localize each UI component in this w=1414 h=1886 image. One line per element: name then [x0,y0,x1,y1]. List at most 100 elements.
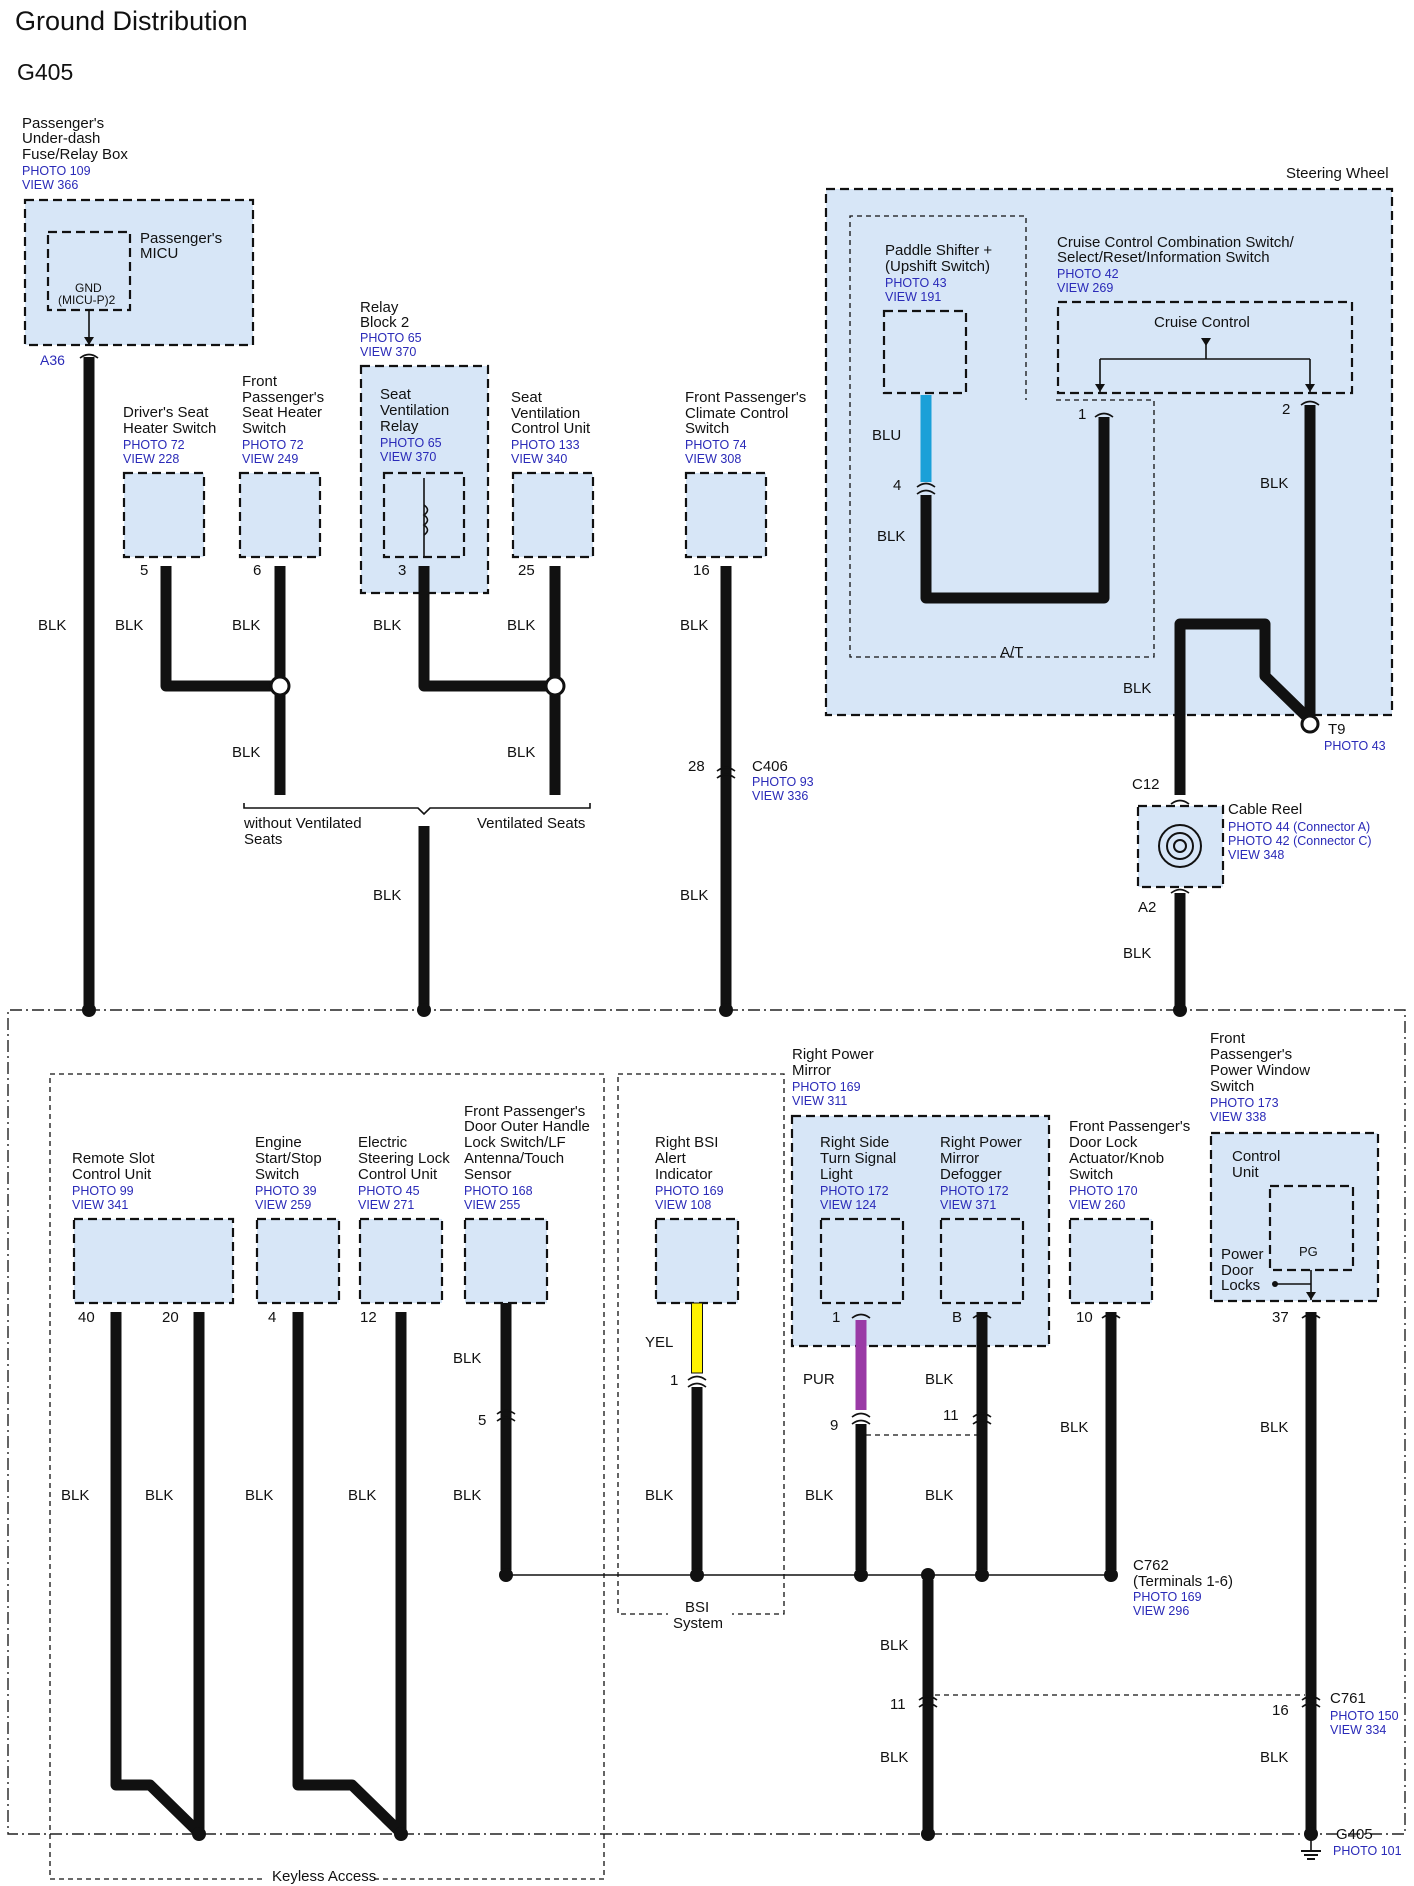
photo-ref[interactable]: PHOTO 39 [255,1184,317,1198]
keyless-access-label: Keyless Access [272,1868,376,1885]
photo-ref[interactable]: PHOTO 99 [72,1184,134,1198]
view-ref[interactable]: VIEW 271 [358,1198,414,1212]
svg-text:11: 11 [890,1696,906,1713]
photo-ref[interactable]: PHOTO 172 [820,1184,889,1198]
svg-text:BLK: BLK [877,528,905,545]
photo-ref[interactable]: PHOTO 109 [22,164,91,178]
svg-text:1: 1 [1078,406,1086,423]
view-ref[interactable]: VIEW 311 [792,1094,847,1108]
view-ref[interactable]: VIEW 259 [255,1198,311,1212]
view-ref[interactable]: VIEW 341 [72,1198,128,1212]
photo-ref[interactable]: PHOTO 74 [685,438,747,452]
svg-text:Door Outer Handle: Door Outer Handle [464,1118,590,1135]
splice [544,675,566,697]
micu-box-label: Fuse/Relay Box [22,146,128,163]
view-ref[interactable]: VIEW 338 [1210,1110,1266,1124]
view-ref[interactable]: VIEW 260 [1069,1198,1125,1212]
svg-text:BLK: BLK [453,1487,481,1504]
svg-text:Unit: Unit [1232,1164,1260,1181]
view-ref[interactable]: VIEW 334 [1330,1723,1386,1737]
svg-text:Steering Lock: Steering Lock [358,1150,450,1167]
svg-text:Start/Stop: Start/Stop [255,1150,322,1167]
photo-ref[interactable]: PHOTO 172 [940,1184,1009,1198]
svg-text:3: 3 [398,562,406,579]
svg-text:BLU: BLU [872,427,901,444]
svg-text:Block 2: Block 2 [360,314,409,331]
svg-text:Engine: Engine [255,1134,302,1151]
svg-text:BLK: BLK [805,1487,833,1504]
svg-text:BLK: BLK [245,1487,273,1504]
view-ref[interactable]: VIEW 255 [464,1198,520,1212]
photo-ref[interactable]: PHOTO 93 [752,775,814,789]
micu-box-label: Under-dash [22,130,100,147]
ground-symbol-icon [1301,1840,1321,1860]
photo-ref[interactable]: PHOTO 45 [358,1184,420,1198]
door-outer-handle-sensor: Front Passenger's Door Outer Handle Lock… [463,1103,590,1305]
svg-text:4: 4 [893,477,901,494]
svg-text:B: B [952,1309,962,1326]
photo-ref[interactable]: PHOTO 72 [242,438,304,452]
svg-text:1: 1 [832,1309,840,1326]
view-ref[interactable]: VIEW 269 [1057,281,1113,295]
svg-text:Passenger's: Passenger's [1210,1046,1292,1063]
view-ref[interactable]: VIEW 370 [380,450,436,464]
photo-ref[interactable]: PHOTO 72 [123,438,185,452]
photo-ref[interactable]: PHOTO 133 [511,438,580,452]
photo-ref[interactable]: PHOTO 173 [1210,1096,1279,1110]
svg-text:BLK: BLK [373,887,401,904]
svg-text:Passenger's: Passenger's [242,389,324,406]
photo-ref[interactable]: PHOTO 101 [1333,1844,1402,1858]
relay-block-2: Relay Block 2 PHOTO 65 VIEW 370 Seat Ven… [359,299,490,595]
svg-text:BLK: BLK [1123,680,1151,697]
view-ref[interactable]: VIEW 108 [655,1198,711,1212]
view-ref[interactable]: VIEW 249 [242,452,298,466]
svg-text:Control: Control [1232,1148,1280,1165]
photo-ref[interactable]: PHOTO 170 [1069,1184,1138,1198]
view-ref[interactable]: VIEW 336 [752,789,808,803]
svg-text:Actuator/Knob: Actuator/Knob [1069,1150,1164,1167]
view-ref[interactable]: VIEW 340 [511,452,567,466]
view-ref[interactable]: VIEW 191 [885,290,941,304]
svg-text:11: 11 [943,1407,959,1424]
svg-text:Cruise Control: Cruise Control [1154,314,1250,331]
view-ref[interactable]: VIEW 348 [1228,848,1284,862]
view-ref[interactable]: VIEW 366 [22,178,78,192]
photo-ref[interactable]: PHOTO 44 (Connector A) [1228,820,1370,834]
svg-text:Power: Power [1221,1246,1264,1263]
photo-ref[interactable]: PHOTO 169 [1133,1590,1202,1604]
svg-text:10: 10 [1076,1309,1093,1326]
photo-ref[interactable]: PHOTO 42 [1057,267,1119,281]
svg-text:Antenna/Touch: Antenna/Touch [464,1150,564,1167]
photo-ref[interactable]: PHOTO 65 [360,331,422,345]
option-bracket [243,803,591,816]
svg-text:25: 25 [518,562,535,579]
connector-name: C406 [752,758,788,775]
svg-text:Ventilation: Ventilation [380,402,449,419]
photo-ref[interactable]: PHOTO 168 [464,1184,533,1198]
view-ref[interactable]: VIEW 296 [1133,1604,1189,1618]
connector-name: C761 [1330,1690,1366,1707]
photo-ref[interactable]: PHOTO 43 [885,276,947,290]
svg-text:Right Power: Right Power [940,1134,1022,1151]
ground-name: G405 [1336,1826,1373,1843]
micu-label: MICU [140,245,178,262]
view-ref[interactable]: VIEW 371 [940,1198,996,1212]
svg-text:BLK: BLK [232,744,260,761]
photo-ref[interactable]: PHOTO 65 [380,436,442,450]
view-ref[interactable]: VIEW 370 [360,345,416,359]
svg-text:Control Unit: Control Unit [72,1166,152,1183]
photo-ref[interactable]: PHOTO 169 [655,1184,724,1198]
view-ref[interactable]: VIEW 124 [820,1198,876,1212]
cable-reel-label: Cable Reel [1228,801,1302,818]
right-power-mirror: Right Power Mirror PHOTO 169 VIEW 311 Ri… [790,1046,1051,1348]
view-ref[interactable]: VIEW 308 [685,452,741,466]
electric-steering-lock-control-unit: Electric Steering Lock Control Unit PHOT… [358,1134,450,1326]
photo-ref[interactable]: PHOTO 169 [792,1080,861,1094]
svg-text:Paddle Shifter +: Paddle Shifter + [885,242,992,259]
svg-text:37: 37 [1272,1309,1289,1326]
svg-text:Switch: Switch [1069,1166,1113,1183]
photo-ref[interactable]: PHOTO 42 (Connector C) [1228,834,1372,848]
view-ref[interactable]: VIEW 228 [123,452,179,466]
photo-ref[interactable]: PHOTO 150 [1330,1709,1399,1723]
photo-ref[interactable]: PHOTO 43 [1324,739,1386,753]
